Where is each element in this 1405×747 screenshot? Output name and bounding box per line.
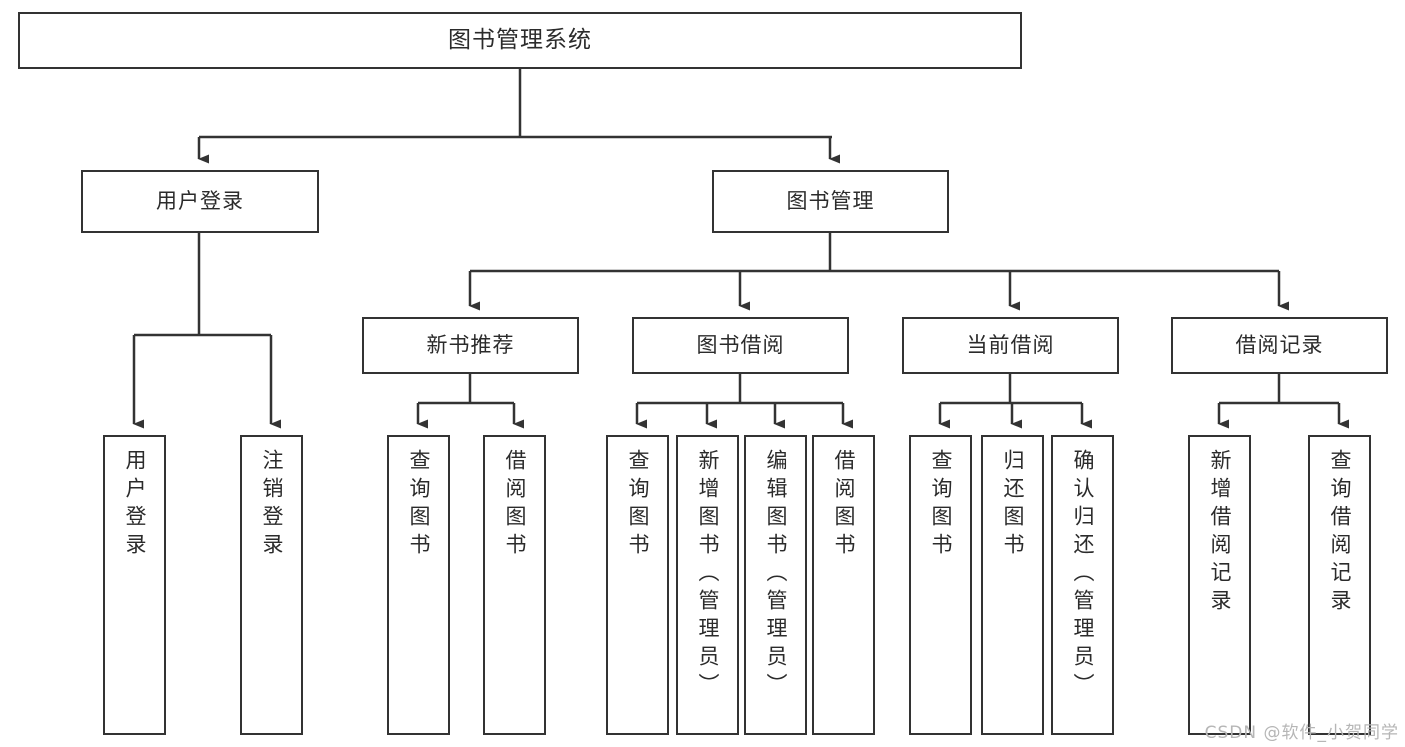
node-label: 注销登录 <box>260 449 284 561</box>
node-label: 确认归还（管理员） <box>1071 449 1095 701</box>
node-label: 查询图书 <box>929 449 953 561</box>
leaf-query-book-current[interactable]: 查询图书 <box>909 435 972 735</box>
node-root[interactable]: 图书管理系统 <box>18 12 1022 69</box>
node-label: 图书管理 <box>786 189 875 214</box>
node-label: 编辑图书（管理员） <box>764 449 788 701</box>
node-label: 新增图书（管理员） <box>696 449 720 701</box>
node-book-management[interactable]: 图书管理 <box>712 170 949 233</box>
node-label: 用户登录 <box>123 449 147 561</box>
leaf-query-book-recommend[interactable]: 查询图书 <box>387 435 450 735</box>
node-label: 归还图书 <box>1001 449 1025 561</box>
leaf-borrow-book-recommend[interactable]: 借阅图书 <box>483 435 546 735</box>
leaf-confirm-return-admin[interactable]: 确认归还（管理员） <box>1051 435 1114 735</box>
csdn-watermark: CSDN @软件_小贺同学 <box>1204 723 1399 743</box>
node-label: 借阅记录 <box>1235 333 1324 358</box>
node-label: 图书管理系统 <box>448 27 592 54</box>
leaf-user-login[interactable]: 用户登录 <box>103 435 166 735</box>
node-borrow-records[interactable]: 借阅记录 <box>1171 317 1388 374</box>
node-label: 查询图书 <box>407 449 431 561</box>
leaf-borrow-book[interactable]: 借阅图书 <box>812 435 875 735</box>
leaf-edit-book-admin[interactable]: 编辑图书（管理员） <box>744 435 807 735</box>
node-label: 当前借阅 <box>966 333 1055 358</box>
node-current-borrow[interactable]: 当前借阅 <box>902 317 1119 374</box>
leaf-return-book[interactable]: 归还图书 <box>981 435 1044 735</box>
node-book-borrow[interactable]: 图书借阅 <box>632 317 849 374</box>
node-label: 新书推荐 <box>426 333 515 358</box>
node-label: 借阅图书 <box>832 449 856 561</box>
node-label: 图书借阅 <box>696 333 785 358</box>
node-label: 借阅图书 <box>503 449 527 561</box>
leaf-query-borrow-record[interactable]: 查询借阅记录 <box>1308 435 1371 735</box>
node-user-login[interactable]: 用户登录 <box>81 170 319 233</box>
leaf-add-borrow-record[interactable]: 新增借阅记录 <box>1188 435 1251 735</box>
node-label: 查询图书 <box>626 449 650 561</box>
node-new-book-recommend[interactable]: 新书推荐 <box>362 317 579 374</box>
leaf-add-book-admin[interactable]: 新增图书（管理员） <box>676 435 739 735</box>
node-label: 用户登录 <box>156 189 244 214</box>
leaf-user-logout[interactable]: 注销登录 <box>240 435 303 735</box>
leaf-query-book-borrow[interactable]: 查询图书 <box>606 435 669 735</box>
node-label: 新增借阅记录 <box>1208 449 1232 617</box>
node-label: 查询借阅记录 <box>1328 449 1352 617</box>
